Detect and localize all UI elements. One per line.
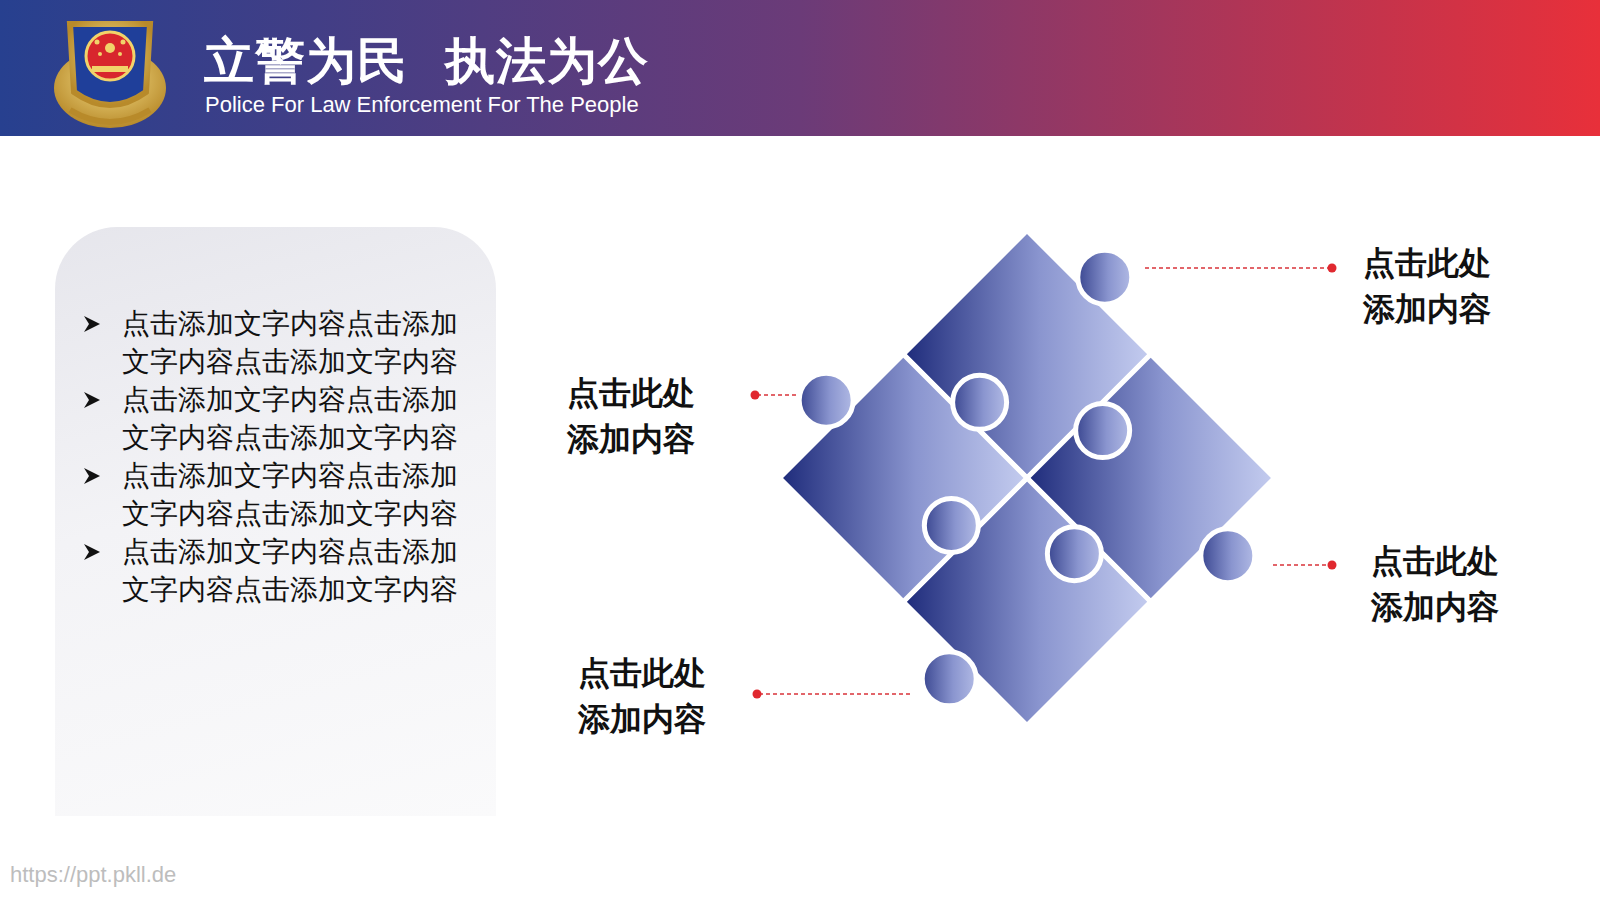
puzzle-illustration: [710, 161, 1344, 795]
slide-title: 立警为民 执法为公: [204, 28, 649, 95]
watermark: https://ppt.pkll.de: [10, 862, 176, 888]
bullet-arrow: [83, 543, 101, 561]
leader-lines: [757, 268, 1330, 694]
bullet-arrow: [83, 391, 101, 409]
leader-dots: [751, 264, 1337, 699]
bullet-arrow: [83, 467, 101, 485]
bullet-item: 点击添加文字内容点击添加 文字内容点击添加文字内容: [55, 381, 496, 457]
bullet-item: 点击添加文字内容点击添加 文字内容点击添加文字内容: [55, 457, 496, 533]
callout-text: 点击此处 添加内容: [1371, 538, 1518, 630]
header-band: [0, 0, 1600, 136]
bullet-text: 点击添加文字内容点击添加 文字内容点击添加文字内容: [122, 533, 466, 609]
bullet-item: 点击添加文字内容点击添加 文字内容点击添加文字内容: [55, 533, 496, 609]
callout-text: 点击此处 添加内容: [578, 650, 725, 742]
bullet-arrow: [83, 315, 101, 333]
callout-text: 点击此处 添加内容: [1363, 240, 1510, 332]
bullet-text: 点击添加文字内容点击添加 文字内容点击添加文字内容: [122, 457, 466, 533]
subtitle: Police For Law Enforcement For The Peopl…: [205, 92, 639, 118]
content-panel: 点击添加文字内容点击添加 文字内容点击添加文字内容点击添加文字内容点击添加 文字…: [55, 227, 496, 816]
bullet-item: 点击添加文字内容点击添加 文字内容点击添加文字内容: [55, 305, 496, 381]
police-emblem: [54, 24, 166, 128]
callout-text: 点击此处 添加内容: [567, 370, 714, 462]
bullet-text: 点击添加文字内容点击添加 文字内容点击添加文字内容: [122, 381, 466, 457]
bullet-text: 点击添加文字内容点击添加 文字内容点击添加文字内容: [122, 305, 466, 381]
